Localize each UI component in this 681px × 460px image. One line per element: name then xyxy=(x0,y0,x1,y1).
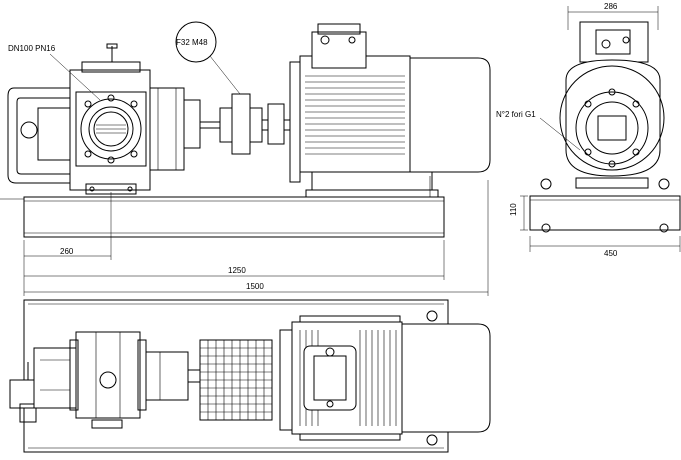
coupling-callout-bubble xyxy=(175,21,217,63)
dim-1250-label: 1250 xyxy=(228,266,246,275)
dim-450-label: 450 xyxy=(604,249,618,258)
dim-1500-label: 1500 xyxy=(246,282,264,291)
end-view: 286 N°2 fori G1 110 450 xyxy=(496,2,681,258)
dim-260-label: 260 xyxy=(60,247,74,256)
coupling-size-label: F32 M48 xyxy=(176,38,208,47)
plan-view xyxy=(9,299,491,453)
dim-286-label: 286 xyxy=(604,2,618,11)
side-view-annotations: DN100 PN16 F32 M48 xyxy=(8,21,241,101)
flange-size-label: DN100 PN16 xyxy=(8,44,56,53)
port-label: N°2 fori G1 xyxy=(496,110,536,119)
horizontal-dimensions: 260 1250 1500 xyxy=(23,180,489,296)
dim-110-label: 110 xyxy=(509,203,518,216)
side-elevation-view xyxy=(0,23,491,238)
